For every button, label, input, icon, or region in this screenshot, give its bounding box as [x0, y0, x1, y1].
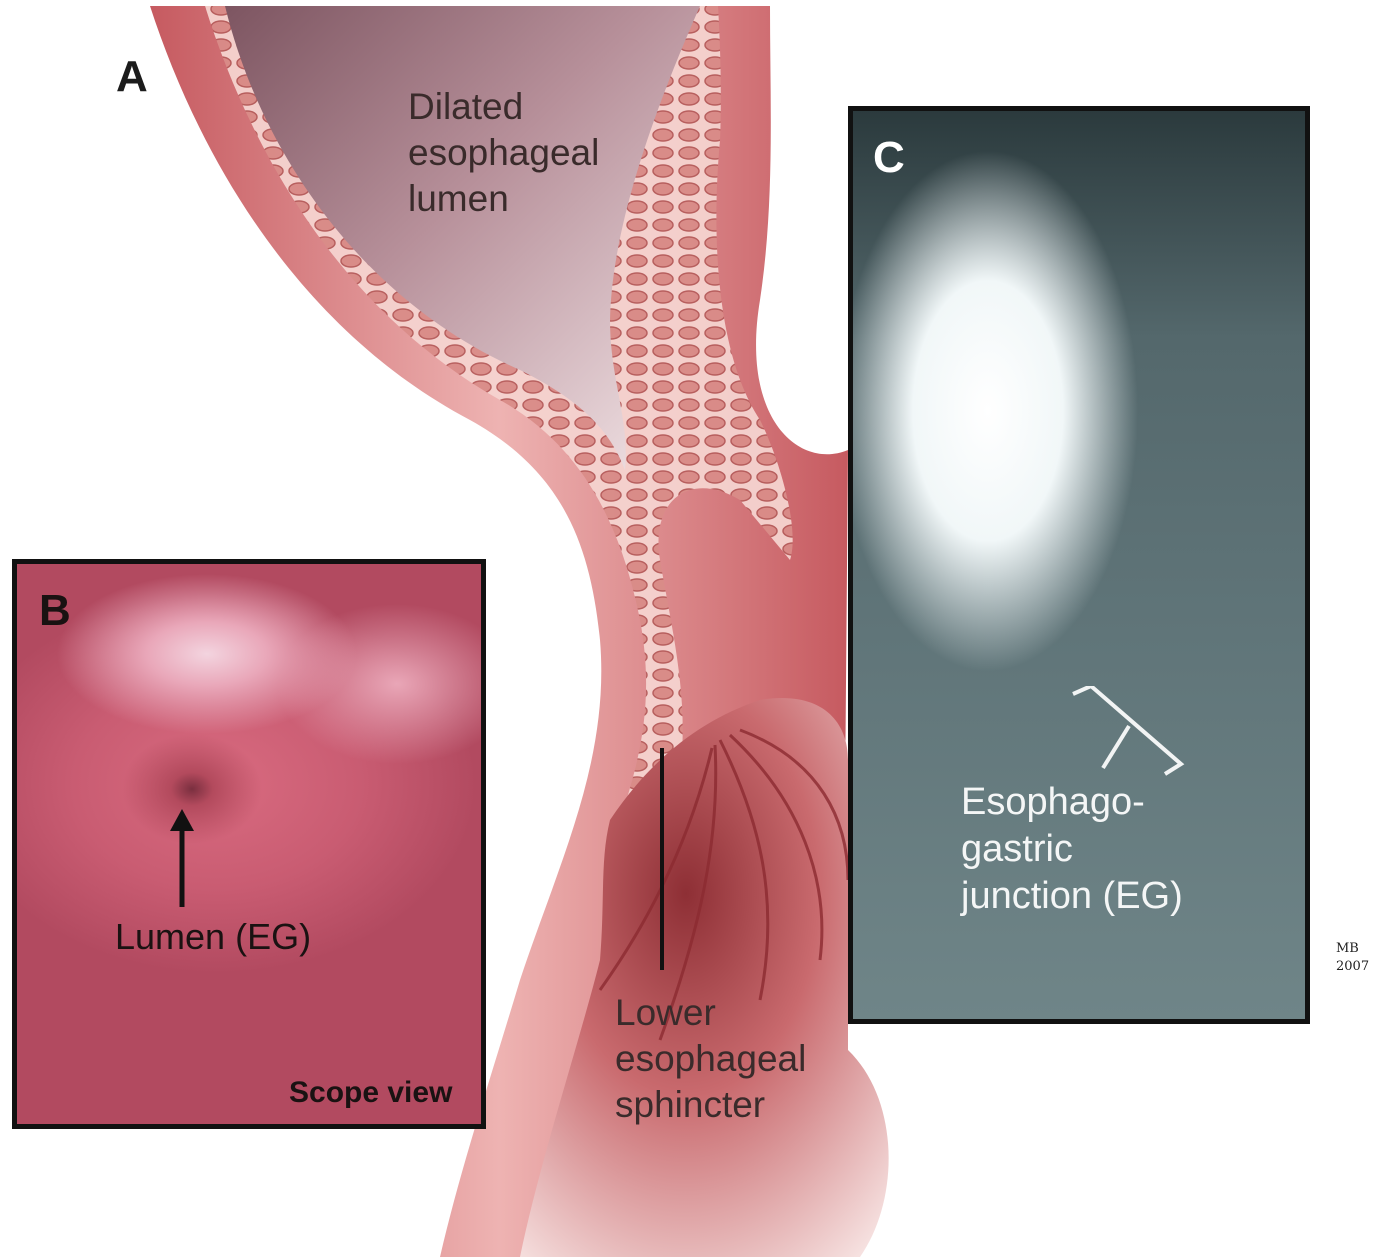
scope-view-caption: Scope view — [289, 1076, 452, 1110]
artist-signature: MB 2007 — [1336, 940, 1376, 976]
xray-panel: C Esophago- gastric junction (EG) — [848, 106, 1310, 1024]
panel-c-letter: C — [873, 133, 905, 183]
lumen-label: Lumen (EG) — [115, 916, 311, 958]
scope-view-panel: B Lumen (EG) Scope view — [12, 559, 486, 1129]
sphincter-label: Lower esophageal sphincter — [615, 990, 806, 1128]
junction-bracket — [1063, 686, 1203, 786]
dilated-lumen-label: Dilated esophageal lumen — [408, 84, 599, 222]
junction-label: Esophago- gastric junction (EG) — [961, 779, 1183, 920]
lumen-arrow — [162, 809, 202, 909]
panel-b-letter: B — [39, 586, 71, 636]
panel-a-letter: A — [116, 52, 148, 102]
